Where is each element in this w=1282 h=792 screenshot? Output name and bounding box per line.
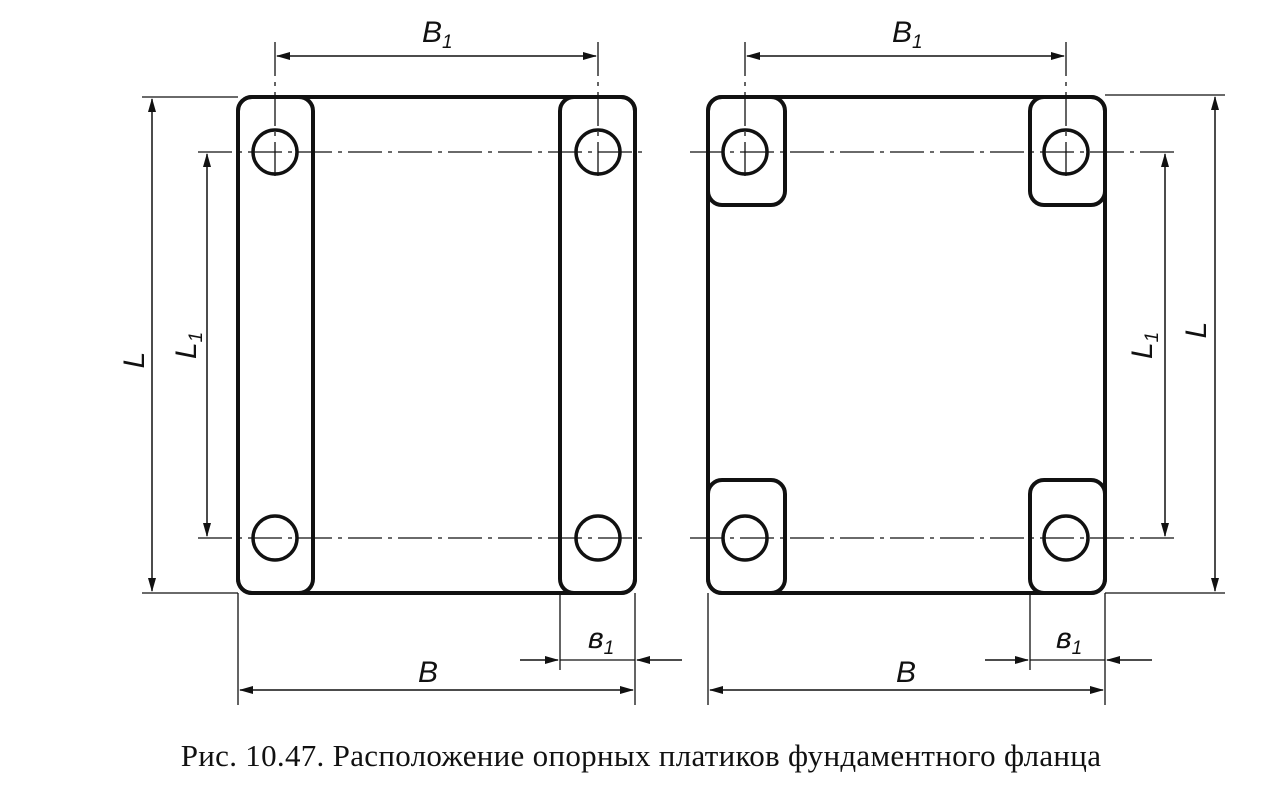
left-view <box>142 42 682 705</box>
left-label-b1: в1 <box>588 622 614 659</box>
right-centerlines <box>690 42 1175 539</box>
left-flange-outline <box>236 95 637 595</box>
left-label-L1: L1 <box>170 332 207 359</box>
left-extension-lines <box>142 96 636 705</box>
left-label-B1: B1 <box>422 16 453 53</box>
left-label-B: B <box>418 656 438 689</box>
right-view <box>690 42 1225 705</box>
left-centerlines <box>198 42 648 539</box>
right-label-B: B <box>896 656 916 689</box>
left-label-L: L <box>118 352 151 369</box>
right-label-B1: B1 <box>892 16 923 53</box>
right-label-L1: L1 <box>1126 332 1163 359</box>
right-pad-top-left <box>706 95 787 207</box>
right-label-b1: в1 <box>1056 622 1082 659</box>
right-pad-bottom-right <box>1028 478 1107 595</box>
right-flange-outline <box>706 95 1107 595</box>
right-extension-lines <box>707 94 1225 705</box>
right-dimension-lines <box>709 52 1219 694</box>
figure-caption: Рис. 10.47. Расположение опорных платико… <box>180 738 1102 773</box>
figure-drawing: B1 L L1 B в1 <box>118 16 1225 705</box>
right-pad-top-right <box>1028 95 1107 207</box>
right-pad-bottom-left <box>706 478 787 595</box>
right-label-L: L <box>1180 322 1213 339</box>
left-dimension-lines <box>148 52 682 694</box>
